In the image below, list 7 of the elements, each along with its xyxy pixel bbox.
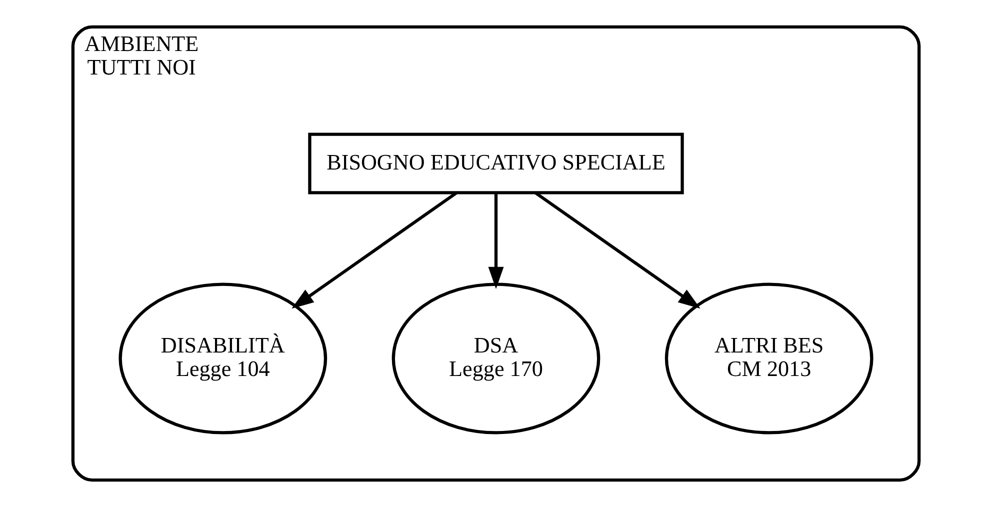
node-ellipse: ALTRI BES CM 2013 bbox=[664, 282, 874, 434]
arrow bbox=[292, 192, 458, 309]
arrow bbox=[488, 193, 504, 290]
node-box: BISOGNO EDUCATIVO SPECIALE bbox=[308, 132, 684, 194]
node-ellipse: DSA Legge 170 bbox=[392, 282, 600, 434]
arrow bbox=[534, 192, 700, 309]
node-ellipse: DISABILITÀ Legge 104 bbox=[118, 282, 328, 434]
